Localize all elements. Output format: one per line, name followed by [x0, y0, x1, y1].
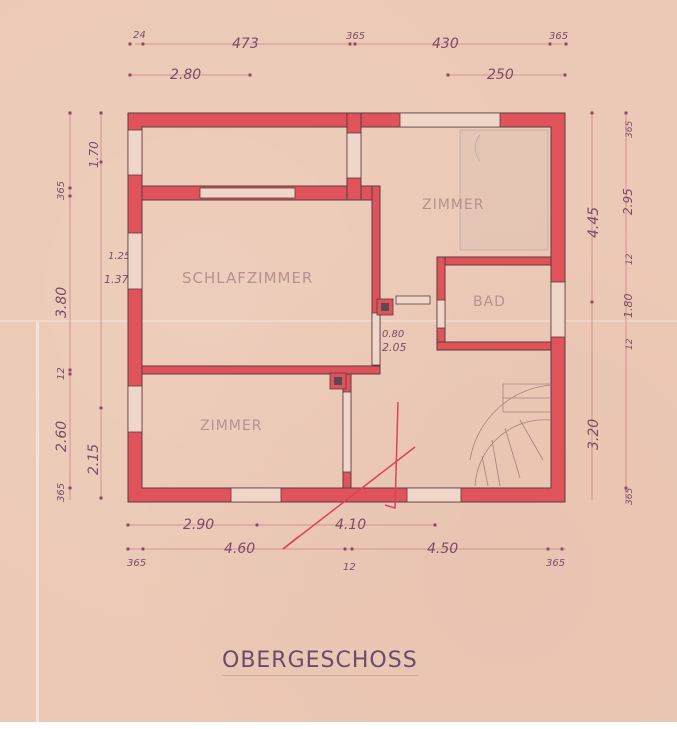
dim-right-365a: 365	[625, 121, 635, 138]
dim-bottom-290: 2.90	[183, 517, 214, 533]
dim-top-280: 2.80	[170, 67, 201, 83]
dim-right-12b: 12	[625, 338, 635, 350]
dimension-lines-left	[68, 111, 104, 500]
dim-top-473: 473	[232, 36, 259, 52]
dim-bottom-12: 12	[343, 562, 356, 573]
dim-bottom-365b: 365	[546, 558, 565, 569]
dim-window-125: 1.25	[108, 251, 130, 262]
dim-top-430: 430	[432, 36, 459, 52]
staircase	[469, 383, 552, 487]
dimension-lines-bottom	[126, 523, 566, 552]
bottom-margin	[0, 722, 677, 729]
dim-top-365a: 365	[346, 31, 365, 42]
dim-left-170: 1.70	[87, 141, 101, 168]
fold-line-horizontal	[0, 320, 677, 322]
dim-top-24: 24	[133, 30, 146, 41]
dimension-lines-right	[590, 111, 629, 500]
dim-bottom-365a: 365	[127, 558, 146, 569]
door-height-label: 2.05	[382, 341, 407, 354]
dim-top-250: 250	[487, 67, 514, 83]
dim-bottom-450: 4.50	[427, 541, 458, 557]
dim-right-180: 1.80	[622, 294, 635, 319]
dim-left-365a: 365	[56, 181, 67, 200]
dim-left-365b: 365	[56, 483, 67, 502]
room-label-schlafzimmer: SCHLAFZIMMER	[182, 269, 313, 287]
dim-left-215: 2.15	[86, 444, 102, 475]
dim-bottom-460: 4.60	[224, 541, 255, 557]
dim-right-320: 3.20	[586, 419, 602, 450]
dim-top-365b: 365	[549, 31, 568, 42]
red-check-annotation	[282, 401, 416, 550]
door-width-label: 0.80	[382, 329, 404, 340]
dim-right-445: 4.45	[586, 207, 602, 238]
chimneys	[329, 298, 394, 390]
dim-right-295: 2.95	[621, 188, 635, 215]
dim-right-12a: 12	[625, 253, 635, 265]
floor-title: OBERGESCHOSS	[222, 648, 418, 676]
dim-left-260: 2.60	[54, 421, 70, 452]
windows	[127, 112, 566, 503]
dim-window-137: 1.37	[104, 273, 129, 286]
room-label-zimmer-top: ZIMMER	[422, 197, 484, 213]
room-label-bad: BAD	[473, 294, 506, 310]
dimension-lines-top	[127, 42, 569, 78]
door-openings	[199, 187, 446, 473]
dim-left-380: 3.80	[54, 287, 70, 318]
furniture-sketch	[459, 129, 549, 251]
dim-right-365b: 365	[625, 488, 635, 505]
fold-line-vertical	[36, 322, 39, 722]
dim-bottom-410: 4.10	[335, 517, 366, 533]
dim-left-12: 12	[56, 367, 67, 380]
room-label-zimmer-bottom: ZIMMER	[200, 418, 262, 434]
